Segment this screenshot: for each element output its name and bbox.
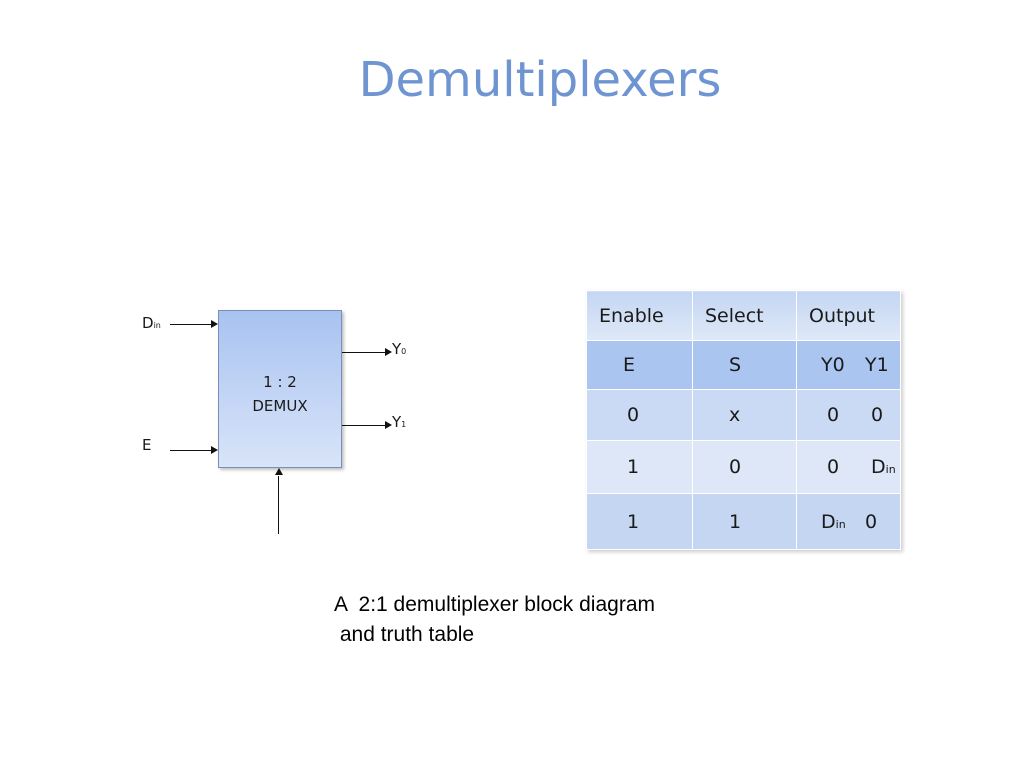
output0-wire bbox=[342, 352, 386, 353]
enable-input-label: E bbox=[142, 436, 152, 454]
figure-caption: A 2:1 demultiplexer block diagram and tr… bbox=[334, 590, 754, 650]
enable-input-wire bbox=[170, 450, 212, 451]
table-row: 1 0 0 Din bbox=[586, 440, 901, 494]
cell-y0-sub: in bbox=[835, 517, 846, 531]
output1-arrow bbox=[385, 421, 392, 429]
output1-label: Y1 bbox=[392, 413, 406, 431]
table-header-row: Enable Select Output bbox=[586, 290, 901, 341]
data-input-sub: in bbox=[153, 321, 161, 330]
cell-enable: 1 bbox=[586, 440, 693, 494]
cell-y1-sub: in bbox=[885, 463, 896, 476]
subheader-y0: Y0 bbox=[821, 354, 845, 376]
cell-y1-main: D bbox=[871, 456, 886, 478]
caption-line-1: A 2:1 demultiplexer block diagram bbox=[334, 593, 655, 616]
cell-y0: 0 bbox=[827, 404, 840, 426]
demux-ratio-label: 1 : 2 bbox=[263, 373, 297, 391]
enable-input-arrow bbox=[211, 446, 218, 454]
slide-title: Demultiplexers bbox=[358, 52, 722, 108]
output0-sub: 0 bbox=[401, 347, 407, 356]
header-output: Output bbox=[796, 290, 901, 341]
data-input-main: D bbox=[142, 314, 154, 332]
cell-enable: 1 bbox=[586, 493, 693, 550]
output1-main: Y bbox=[392, 413, 402, 431]
cell-enable: 0 bbox=[586, 389, 693, 441]
demux-block-diagram: 1 : 2 DEMUX Din E Y0 Y1 bbox=[130, 300, 430, 540]
data-input-label: Din bbox=[142, 314, 161, 332]
select-input-arrow bbox=[275, 468, 283, 475]
output0-label: Y0 bbox=[392, 340, 406, 358]
subheader-outputs: Y0 Y1 bbox=[796, 340, 901, 390]
cell-y0: 0 bbox=[827, 456, 840, 478]
header-enable: Enable bbox=[586, 290, 693, 341]
demux-block: 1 : 2 DEMUX bbox=[218, 310, 342, 468]
cell-y0: Din bbox=[821, 511, 865, 533]
cell-select: 0 bbox=[692, 440, 797, 494]
output0-main: Y bbox=[392, 340, 402, 358]
cell-y0-main: D bbox=[821, 510, 836, 533]
demux-name-label: DEMUX bbox=[252, 397, 308, 415]
cell-select: x bbox=[692, 389, 797, 441]
cell-outputs: 0 Din bbox=[796, 440, 901, 494]
cell-y1: 0 bbox=[865, 510, 878, 533]
table-subheader-row: E S Y0 Y1 bbox=[586, 340, 901, 390]
output0-arrow bbox=[385, 348, 392, 356]
caption-line-2: and truth table bbox=[334, 623, 475, 646]
select-input-wire bbox=[278, 476, 279, 534]
cell-y1: 0 bbox=[871, 404, 884, 426]
output1-sub: 1 bbox=[401, 420, 407, 429]
header-select: Select bbox=[692, 290, 797, 341]
subheader-e: E bbox=[586, 340, 693, 390]
cell-y1: Din bbox=[871, 456, 896, 478]
subheader-s: S bbox=[692, 340, 797, 390]
data-input-wire bbox=[170, 324, 212, 325]
output1-wire bbox=[342, 425, 386, 426]
subheader-y1: Y1 bbox=[865, 354, 889, 376]
cell-select: 1 bbox=[692, 493, 797, 550]
data-input-arrow bbox=[211, 320, 218, 328]
